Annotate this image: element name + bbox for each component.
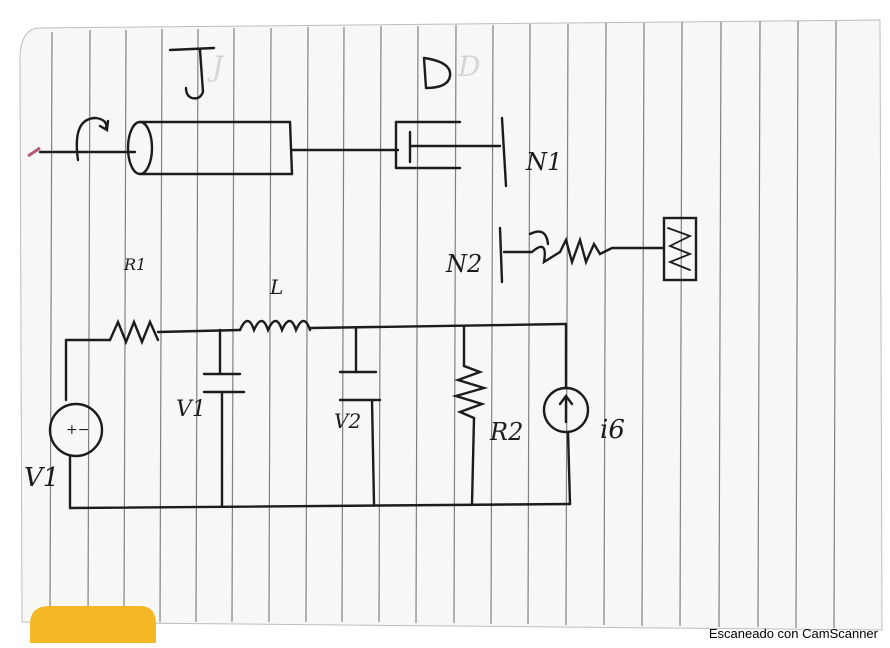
resistor-2-label: R2 [489,418,523,446]
capacitor-2-label: V2 [334,409,361,433]
capacitor-1-label: V1 [176,397,206,422]
gear-2-label: N2 [445,250,482,278]
current-source-label: i6 [600,415,625,445]
scanner-watermark: Escaneado con CamScanner [709,626,878,641]
resistor-1-label: R1 [123,255,146,274]
yellow-sticker [30,606,156,643]
voltage-source-label: V1 [24,463,59,493]
inductor-label: L [269,275,283,299]
gear-1-label: N1 [525,148,562,176]
damper-label: D [457,50,480,83]
voltage-source-symbol: +− [66,422,89,438]
